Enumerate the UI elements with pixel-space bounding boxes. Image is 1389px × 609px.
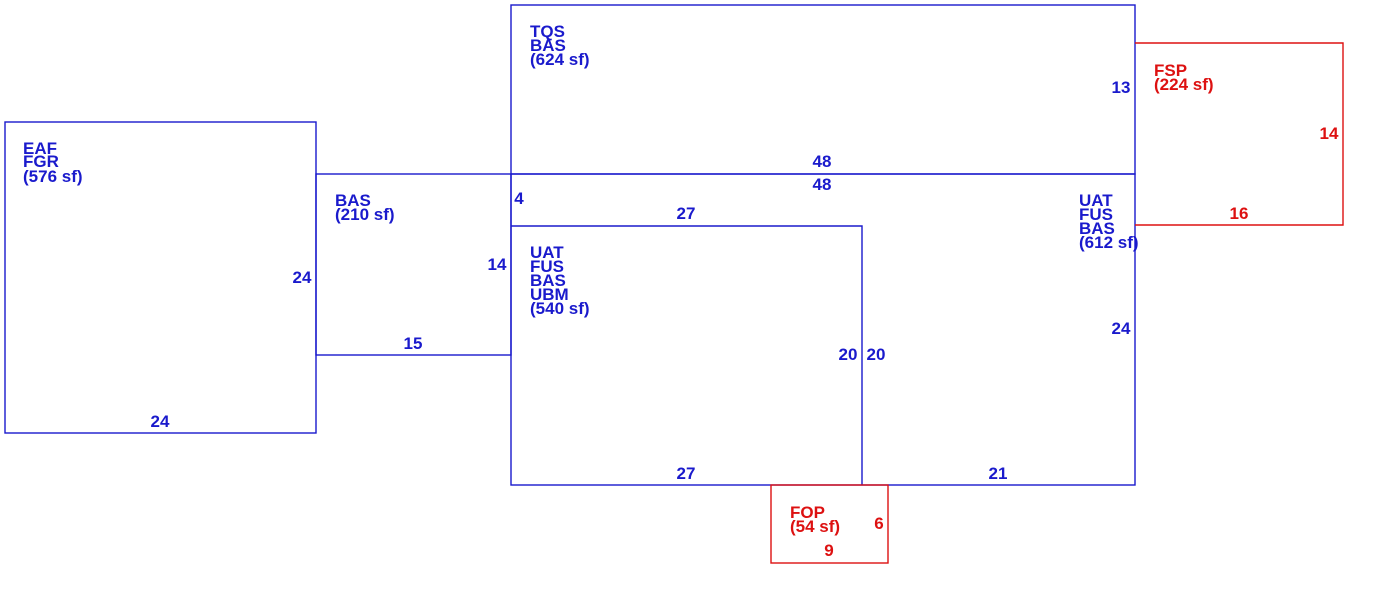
main-block-outline	[510, 173, 1136, 486]
area-code: FUS	[1079, 205, 1113, 224]
area-code: UAT	[530, 243, 564, 262]
dimension-label: 24	[151, 412, 170, 431]
dimension-label: 24	[293, 268, 312, 287]
dimension-label: 48	[813, 152, 832, 171]
dimension-label: 27	[677, 204, 696, 223]
dimension-label: 15	[404, 334, 423, 353]
area-code: UAT	[1079, 191, 1113, 210]
dimension-label: 6	[874, 514, 883, 533]
area-code: TQS	[530, 22, 565, 41]
area-code: FGR	[23, 152, 59, 171]
dimension-label: 20	[839, 345, 858, 364]
dimension-label: 14	[488, 255, 507, 274]
main-structure	[4, 4, 1136, 486]
dimension-label: 21	[989, 464, 1008, 483]
area-sf: (576 sf)	[23, 167, 83, 186]
fop-outline	[770, 484, 889, 564]
area-code: UBM	[530, 285, 569, 304]
area-code: BAS	[335, 191, 371, 210]
dimension-label: 9	[824, 541, 833, 560]
dimension-label: 48	[813, 175, 832, 194]
area-code: FOP	[790, 503, 825, 522]
uat-540-boundary	[511, 225, 863, 485]
dimension-label: 14	[1320, 124, 1339, 143]
area-code: FUS	[530, 257, 564, 276]
area-sf: (540 sf)	[530, 299, 590, 318]
dimension-label: 16	[1230, 204, 1249, 223]
area-code: EAF	[23, 139, 57, 158]
area-code: BAS	[530, 271, 566, 290]
tqs-outline	[510, 4, 1136, 175]
dimension-label: 27	[677, 464, 696, 483]
area-sf: (210 sf)	[335, 205, 395, 224]
dimension-label: 4	[514, 189, 524, 208]
dimension-label: 20	[867, 345, 886, 364]
area-sf: (54 sf)	[790, 517, 840, 536]
area-sf: (624 sf)	[530, 50, 590, 69]
area-code: BAS	[530, 36, 566, 55]
fsp-outline	[1135, 42, 1344, 226]
area-code: BAS	[1079, 219, 1115, 238]
area-sf: (612 sf)	[1079, 233, 1139, 252]
area-code: FSP	[1154, 61, 1187, 80]
porch-structures	[770, 42, 1344, 564]
dimension-label: 13	[1112, 78, 1131, 97]
area-sf: (224 sf)	[1154, 75, 1214, 94]
dimension-label: 24	[1112, 319, 1131, 338]
